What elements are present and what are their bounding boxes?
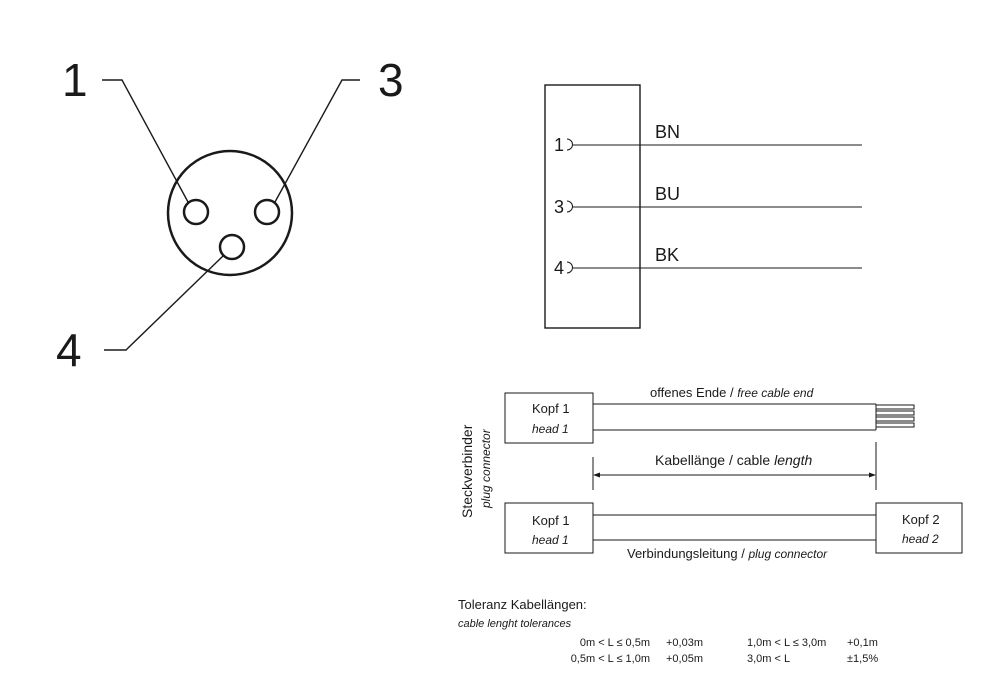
tolerance-title: Toleranz Kabellängen: [458, 597, 587, 612]
head-1-box [504, 502, 594, 554]
svg-text:+0,03m: +0,03m [666, 637, 703, 649]
wire-pin: 1 [554, 135, 564, 155]
pin-4-leader [104, 255, 224, 351]
wire-color: BN [655, 122, 680, 142]
side-label: Steckverbinder [459, 424, 475, 518]
head-1-label: Kopf 1 [532, 513, 570, 528]
free-wires-icon [875, 404, 915, 428]
socket-contact-icon [566, 261, 573, 274]
svg-text:0,5m < L ≤ 1,0m: 0,5m < L ≤ 1,0m [571, 653, 650, 665]
cable-types: Steckverbinder plug connector Kopf 1 hea… [459, 385, 963, 561]
svg-text:+0,1m: +0,1m [847, 637, 878, 649]
pin-1-leader [102, 79, 189, 203]
tolerance-subtitle: cable lenght tolerances [458, 618, 572, 630]
wire-pin: 3 [554, 197, 564, 217]
connector-face [166, 149, 294, 277]
socket-contact-icon [566, 200, 573, 213]
wire-pin: 4 [554, 258, 564, 278]
wire-color: BK [655, 245, 679, 265]
head-1-label-en: head 1 [532, 533, 569, 547]
length-label: Kabellänge / cable length [655, 452, 812, 468]
tolerance-row: 0m < L ≤ 0,5m +0,03m 1,0m < L ≤ 3,0m +0,… [580, 637, 878, 649]
wire-row: 1 BN [554, 122, 862, 155]
head-1-box [504, 392, 594, 444]
pin-4-label: 4 [56, 324, 82, 376]
connection-label: Verbindungsleitung / plug connector [627, 546, 828, 561]
wiring-diagram: 1 BN 3 BU 4 BK [544, 84, 862, 329]
pin-3-socket [253, 198, 281, 226]
pin-1-socket [182, 198, 210, 226]
pin-3-label: 3 [378, 54, 404, 106]
tolerance-row: 0,5m < L ≤ 1,0m +0,05m 3,0m < L ±1,5% [571, 653, 879, 665]
head-2-label-en: head 2 [902, 532, 939, 546]
free-end-label: offenes Ende / free cable end [650, 385, 814, 400]
wire-color: BU [655, 184, 680, 204]
connector-pinout: 1 3 4 [56, 54, 404, 376]
head-2-label: Kopf 2 [902, 512, 940, 527]
svg-text:0m < L ≤ 0,5m: 0m < L ≤ 0,5m [580, 637, 650, 649]
pin-1-label: 1 [62, 54, 88, 106]
svg-text:+0,05m: +0,05m [666, 653, 703, 665]
svg-text:1,0m < L ≤ 3,0m: 1,0m < L ≤ 3,0m [747, 637, 826, 649]
head-1-label: Kopf 1 [532, 401, 570, 416]
head-1-label-en: head 1 [532, 422, 569, 436]
wire-row: 4 BK [554, 245, 862, 278]
svg-text:3,0m < L: 3,0m < L [747, 653, 790, 665]
tolerance-table: Toleranz Kabellängen: cable lenght toler… [458, 597, 878, 665]
head-2-box [875, 502, 963, 554]
socket-contact-icon [566, 138, 573, 151]
side-label-en: plug connector [479, 428, 493, 509]
pin-4-socket [218, 233, 246, 261]
svg-text:±1,5%: ±1,5% [847, 653, 878, 665]
wire-row: 3 BU [554, 184, 862, 217]
pin-3-leader [274, 79, 360, 203]
